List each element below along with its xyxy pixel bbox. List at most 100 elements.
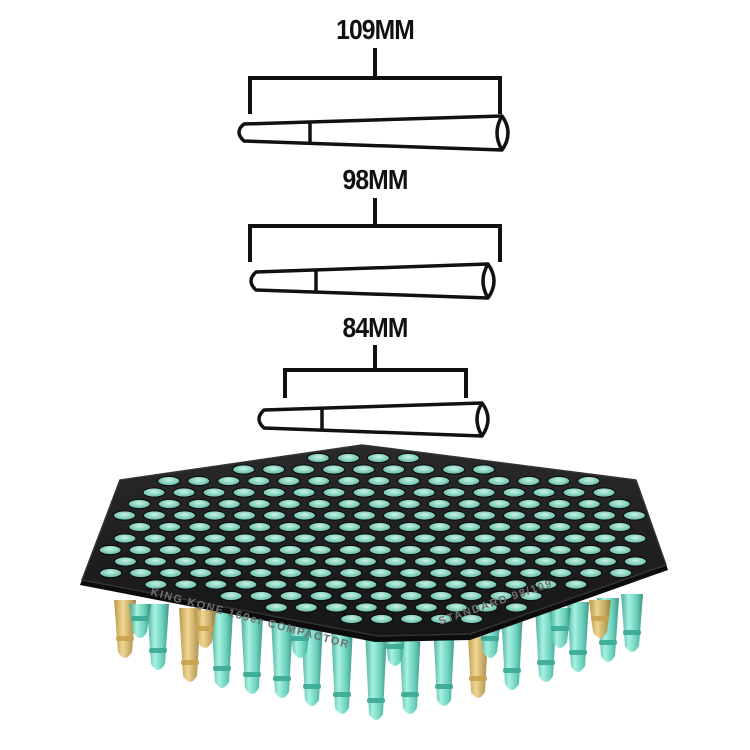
tray-hole <box>187 475 211 487</box>
tray-hole <box>219 567 243 579</box>
tray-hole <box>128 544 152 556</box>
tray-hole <box>293 533 317 544</box>
tray-hole <box>609 567 633 579</box>
tray-hole <box>203 556 227 567</box>
tray-hole <box>607 498 631 510</box>
tray-hole <box>534 579 558 590</box>
size-label-84mm: 84MM <box>342 312 409 343</box>
cone-tubes <box>114 594 643 720</box>
tray-hole <box>396 452 420 464</box>
tray-hole <box>233 556 257 567</box>
tray-hole <box>277 498 301 510</box>
tray-hole <box>623 533 647 544</box>
tray-hole <box>98 544 122 556</box>
tray-hole <box>548 544 572 556</box>
cone-tube <box>399 628 421 714</box>
tray-hole <box>517 475 541 487</box>
tray-hole <box>504 579 528 590</box>
tray-hole <box>264 602 288 613</box>
tray-hole <box>127 498 151 510</box>
tray-hole <box>383 510 407 521</box>
tray-hole <box>487 498 511 510</box>
tray-hole <box>338 521 362 533</box>
tray-hole <box>382 464 406 475</box>
cone-tube <box>549 608 571 648</box>
tray-hole <box>458 521 482 533</box>
tray-hole <box>174 579 198 590</box>
tray-hole <box>504 602 528 613</box>
tray-hole <box>309 567 333 579</box>
tray-hole <box>338 544 362 556</box>
tray-holes <box>98 452 647 625</box>
tray-hole <box>563 533 587 544</box>
tray-hole <box>294 602 318 613</box>
dimension-bracket-84mm <box>283 345 468 398</box>
tray-hole <box>247 475 271 487</box>
cone-98mm-icon <box>249 262 496 300</box>
tray-hole <box>353 533 377 544</box>
tray-hole <box>413 510 437 521</box>
tray-hole <box>337 475 361 487</box>
tray-hole <box>444 579 468 590</box>
tray-hole <box>367 498 391 510</box>
tray-hole <box>263 533 287 544</box>
tray-hole <box>427 498 451 510</box>
tray-hole <box>430 613 454 625</box>
cone-tube <box>433 624 455 706</box>
tray-hole <box>143 510 167 521</box>
tray-hole <box>204 579 228 590</box>
tray-hole <box>113 510 137 521</box>
tray-hole <box>428 544 452 556</box>
tray-hole <box>382 487 406 498</box>
tray-hole <box>354 602 378 613</box>
tray-hole <box>548 521 572 533</box>
tray-hole <box>262 487 286 498</box>
tray-hole <box>263 556 287 567</box>
tray-hole <box>340 613 364 625</box>
tray-hole <box>502 487 526 498</box>
tray-hole <box>219 590 243 602</box>
tray-hole <box>623 556 647 567</box>
tray-hole <box>593 556 617 567</box>
tray-hole <box>172 487 196 498</box>
tray-hole <box>518 544 542 556</box>
tray-hole <box>563 556 587 567</box>
tray-hole <box>277 475 301 487</box>
tray-hole <box>368 544 392 556</box>
tray-hole <box>457 498 481 510</box>
tray-hole <box>442 464 466 475</box>
tray-hole <box>263 510 287 521</box>
tray-hole <box>577 475 601 487</box>
tray-hole <box>323 533 347 544</box>
tray-hole <box>369 590 393 602</box>
cone-84mm-icon <box>257 401 490 438</box>
tray-hole <box>398 521 422 533</box>
tray-hole <box>532 487 556 498</box>
tray-hole <box>608 544 632 556</box>
cone-tube <box>621 594 643 652</box>
tray-hole <box>307 475 331 487</box>
hexagon-tray: KING KONE 169er COMPACTOR STANDARD 98/10… <box>80 444 668 651</box>
tray-hole <box>547 475 571 487</box>
tray-hole <box>459 567 483 579</box>
tray-hole <box>533 533 557 544</box>
tray-hole <box>473 556 497 567</box>
cone-tube <box>289 620 311 658</box>
tray-hole <box>234 579 258 590</box>
tray-hole <box>323 556 347 567</box>
tray-hole <box>428 521 452 533</box>
tray-hole <box>412 487 436 498</box>
tray-hole <box>474 602 498 613</box>
tray-hole <box>293 510 317 521</box>
tray-hole <box>352 487 376 498</box>
tray-hole <box>460 613 484 625</box>
tray-hole <box>457 475 481 487</box>
tray-hole <box>400 613 424 625</box>
tray-hole <box>458 544 482 556</box>
tray-hole <box>413 533 437 544</box>
tray-hole <box>384 602 408 613</box>
tray-hole <box>352 464 376 475</box>
cone-tube <box>147 604 169 670</box>
tray-hole <box>294 579 318 590</box>
